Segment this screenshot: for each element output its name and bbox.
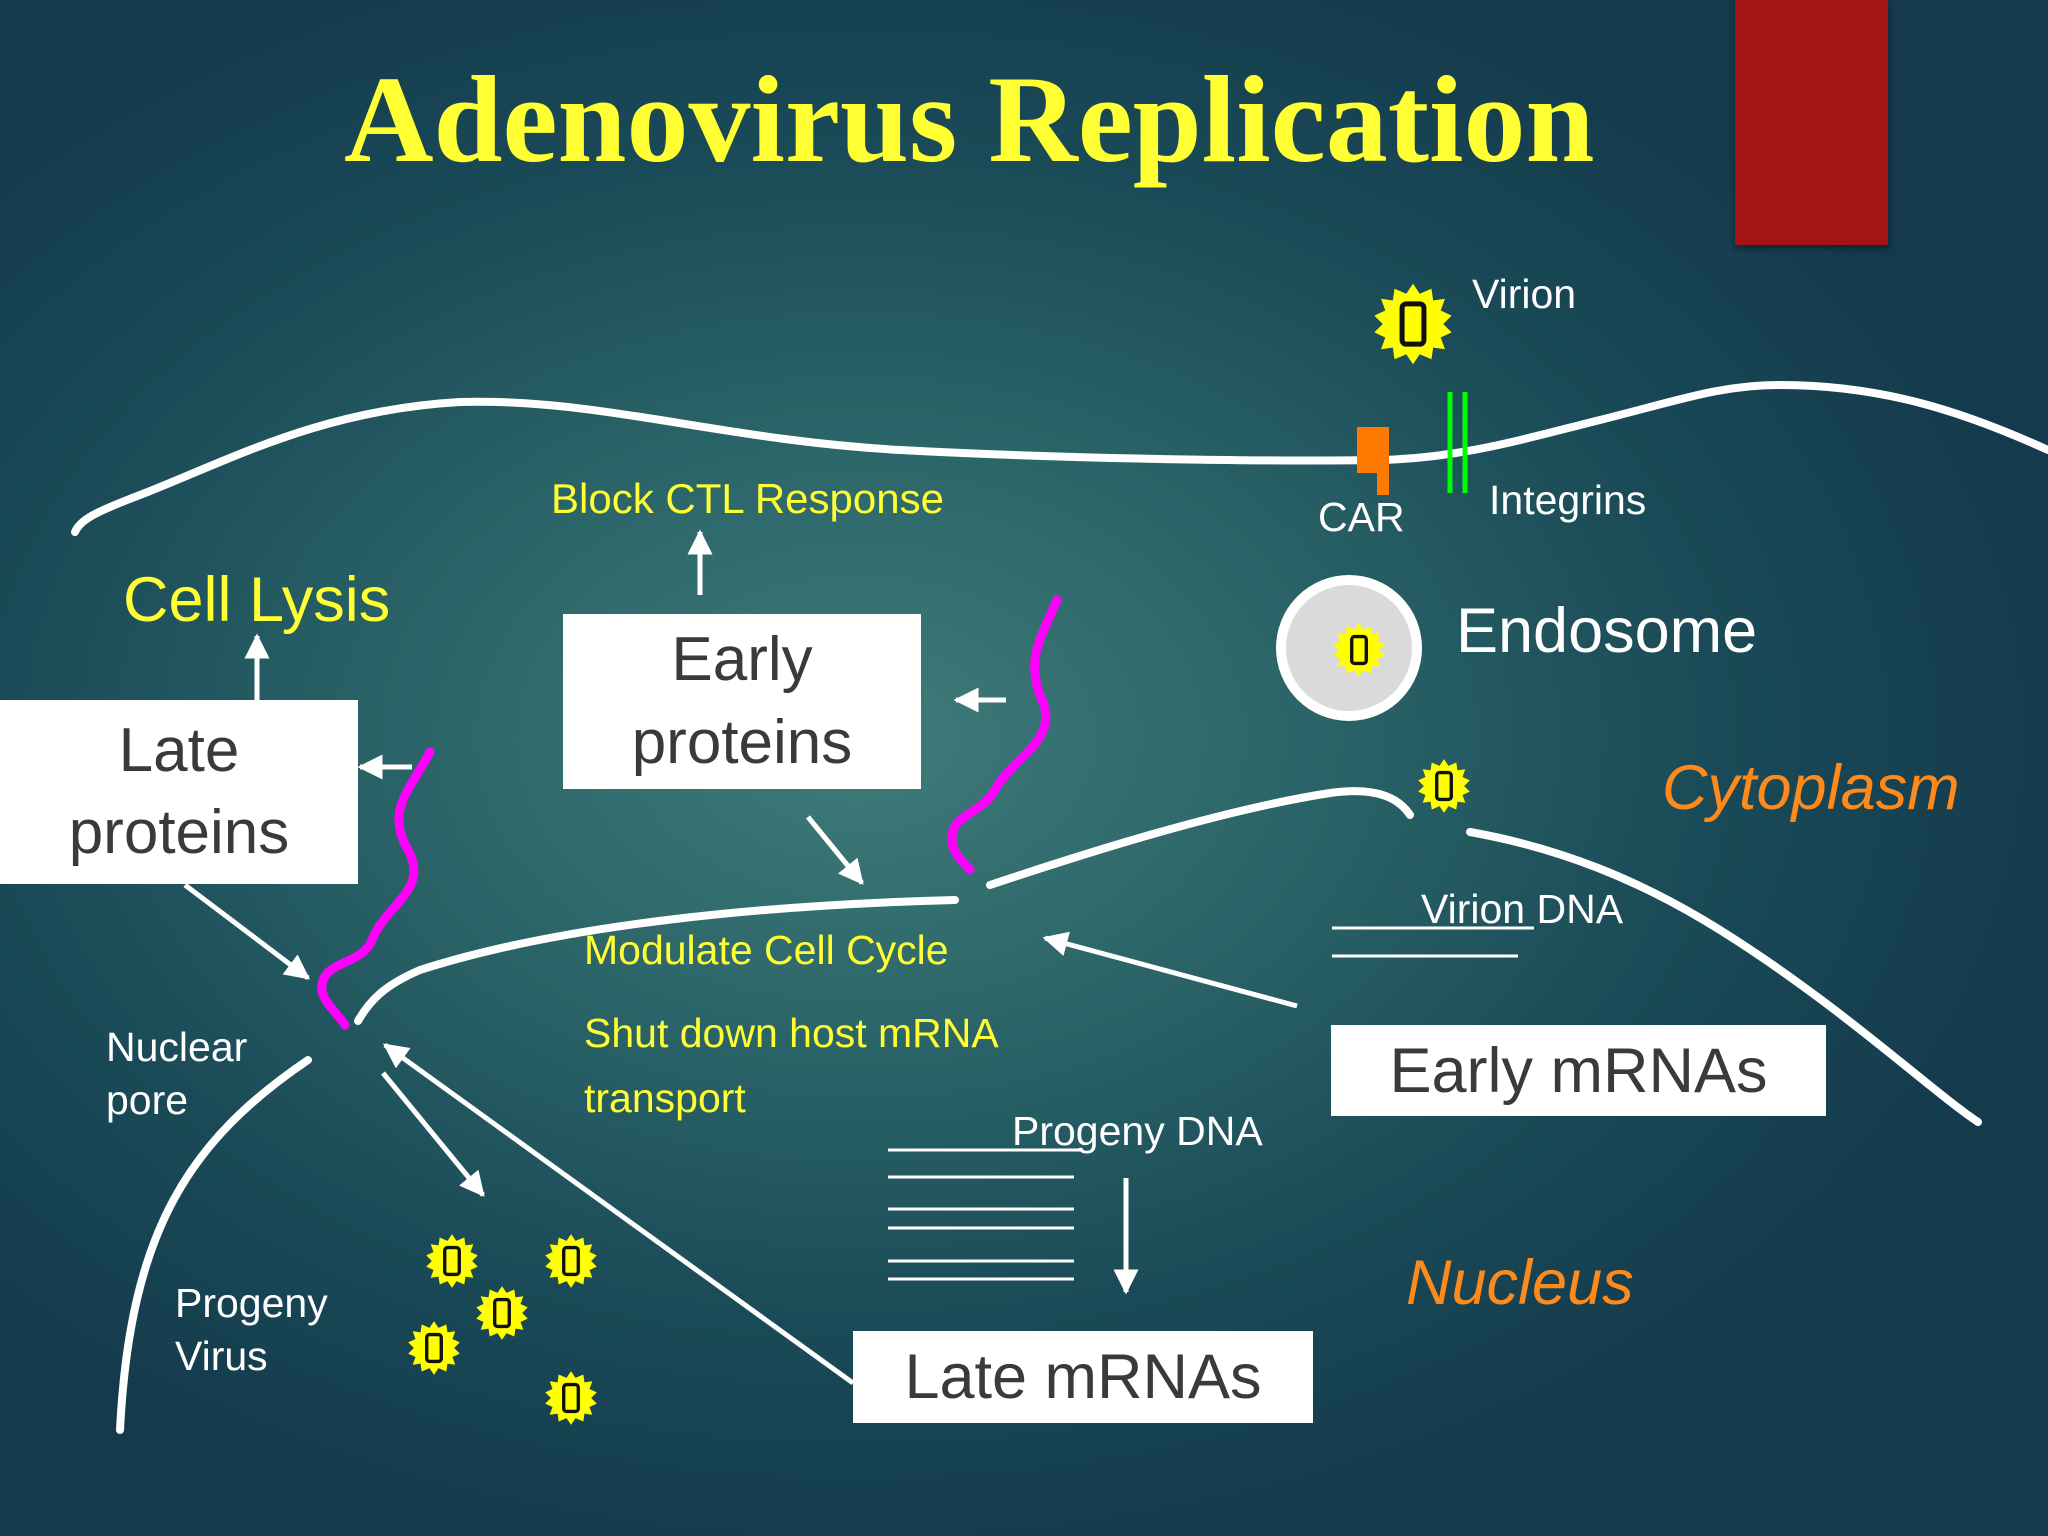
virion-dna-label: Virion DNA (1421, 886, 1624, 932)
progeny-virus-arrow (381, 1071, 485, 1197)
modulate-cell-cycle-label: Modulate Cell Cycle (584, 927, 949, 973)
progeny-virion-icon (545, 1371, 597, 1425)
progeny-virion-icon (545, 1234, 597, 1288)
progeny-virion-icon (426, 1234, 478, 1288)
shut-down-transport-label-line2: transport (584, 1075, 746, 1121)
slide-title: Adenovirus Replication (344, 51, 1595, 188)
early-mrnas-box: Early mRNAs (1331, 1025, 1826, 1116)
late-proteins-line1: Late (118, 715, 240, 785)
early-mrna-strand (947, 595, 1062, 875)
nuclear-membrane-right (1466, 828, 1982, 1126)
nuclear-pore-label-line1: Nuclear (106, 1024, 248, 1070)
early-mrnas-arrow (1042, 931, 1298, 1009)
progeny-virus-label-line2: Virus (175, 1333, 268, 1379)
early-mrnas-label: Early mRNAs (1389, 1035, 1768, 1106)
car-receptor-stem (1377, 455, 1389, 495)
block-ctl-label: Block CTL Response (551, 475, 944, 522)
nuclear-membrane-lower-left (116, 1056, 312, 1434)
early-proteins-box: Early proteins (563, 614, 921, 789)
nuclear-pore-label-line2: pore (106, 1077, 189, 1123)
late-mrnas-arrow (382, 1042, 855, 1386)
progeny-virion-icon (408, 1321, 460, 1375)
early-proteins-arrow (806, 815, 864, 885)
late-proteins-box: Late proteins (0, 700, 358, 884)
accent-bar (1735, 0, 1888, 245)
cytoplasm-label: Cytoplasm (1662, 753, 1960, 823)
cell-membrane (71, 380, 2048, 536)
late-mrna-strand (317, 747, 435, 1030)
late-mrnas-label: Late mRNAs (904, 1342, 1262, 1412)
progeny-dna-label: Progeny DNA (1012, 1108, 1263, 1154)
virion-icon (1374, 284, 1451, 365)
late-proteins-to-pore-arrow (183, 883, 310, 980)
early-proteins-line2: proteins (631, 707, 853, 777)
virion-label: Virion (1472, 271, 1577, 317)
late-mrnas-box: Late mRNAs (853, 1331, 1313, 1423)
integrins-label: Integrins (1489, 477, 1647, 523)
nuclear-membrane-left (354, 896, 959, 1025)
endosome-label: Endosome (1456, 596, 1758, 666)
late-proteins-line2: proteins (68, 798, 290, 867)
cell-lysis-label: Cell Lysis (123, 565, 391, 635)
nucleus-label: Nucleus (1406, 1248, 1634, 1318)
early-proteins-line1: Early (671, 625, 813, 695)
progeny-virion-icon (476, 1286, 528, 1340)
progeny-virus-label-line1: Progeny (175, 1280, 328, 1326)
nuclear-membrane-top (986, 787, 1414, 889)
shut-down-transport-label-line1: Shut down host mRNA (584, 1010, 999, 1056)
uncoating-virion-icon (1418, 759, 1470, 813)
car-label: CAR (1318, 494, 1405, 540)
